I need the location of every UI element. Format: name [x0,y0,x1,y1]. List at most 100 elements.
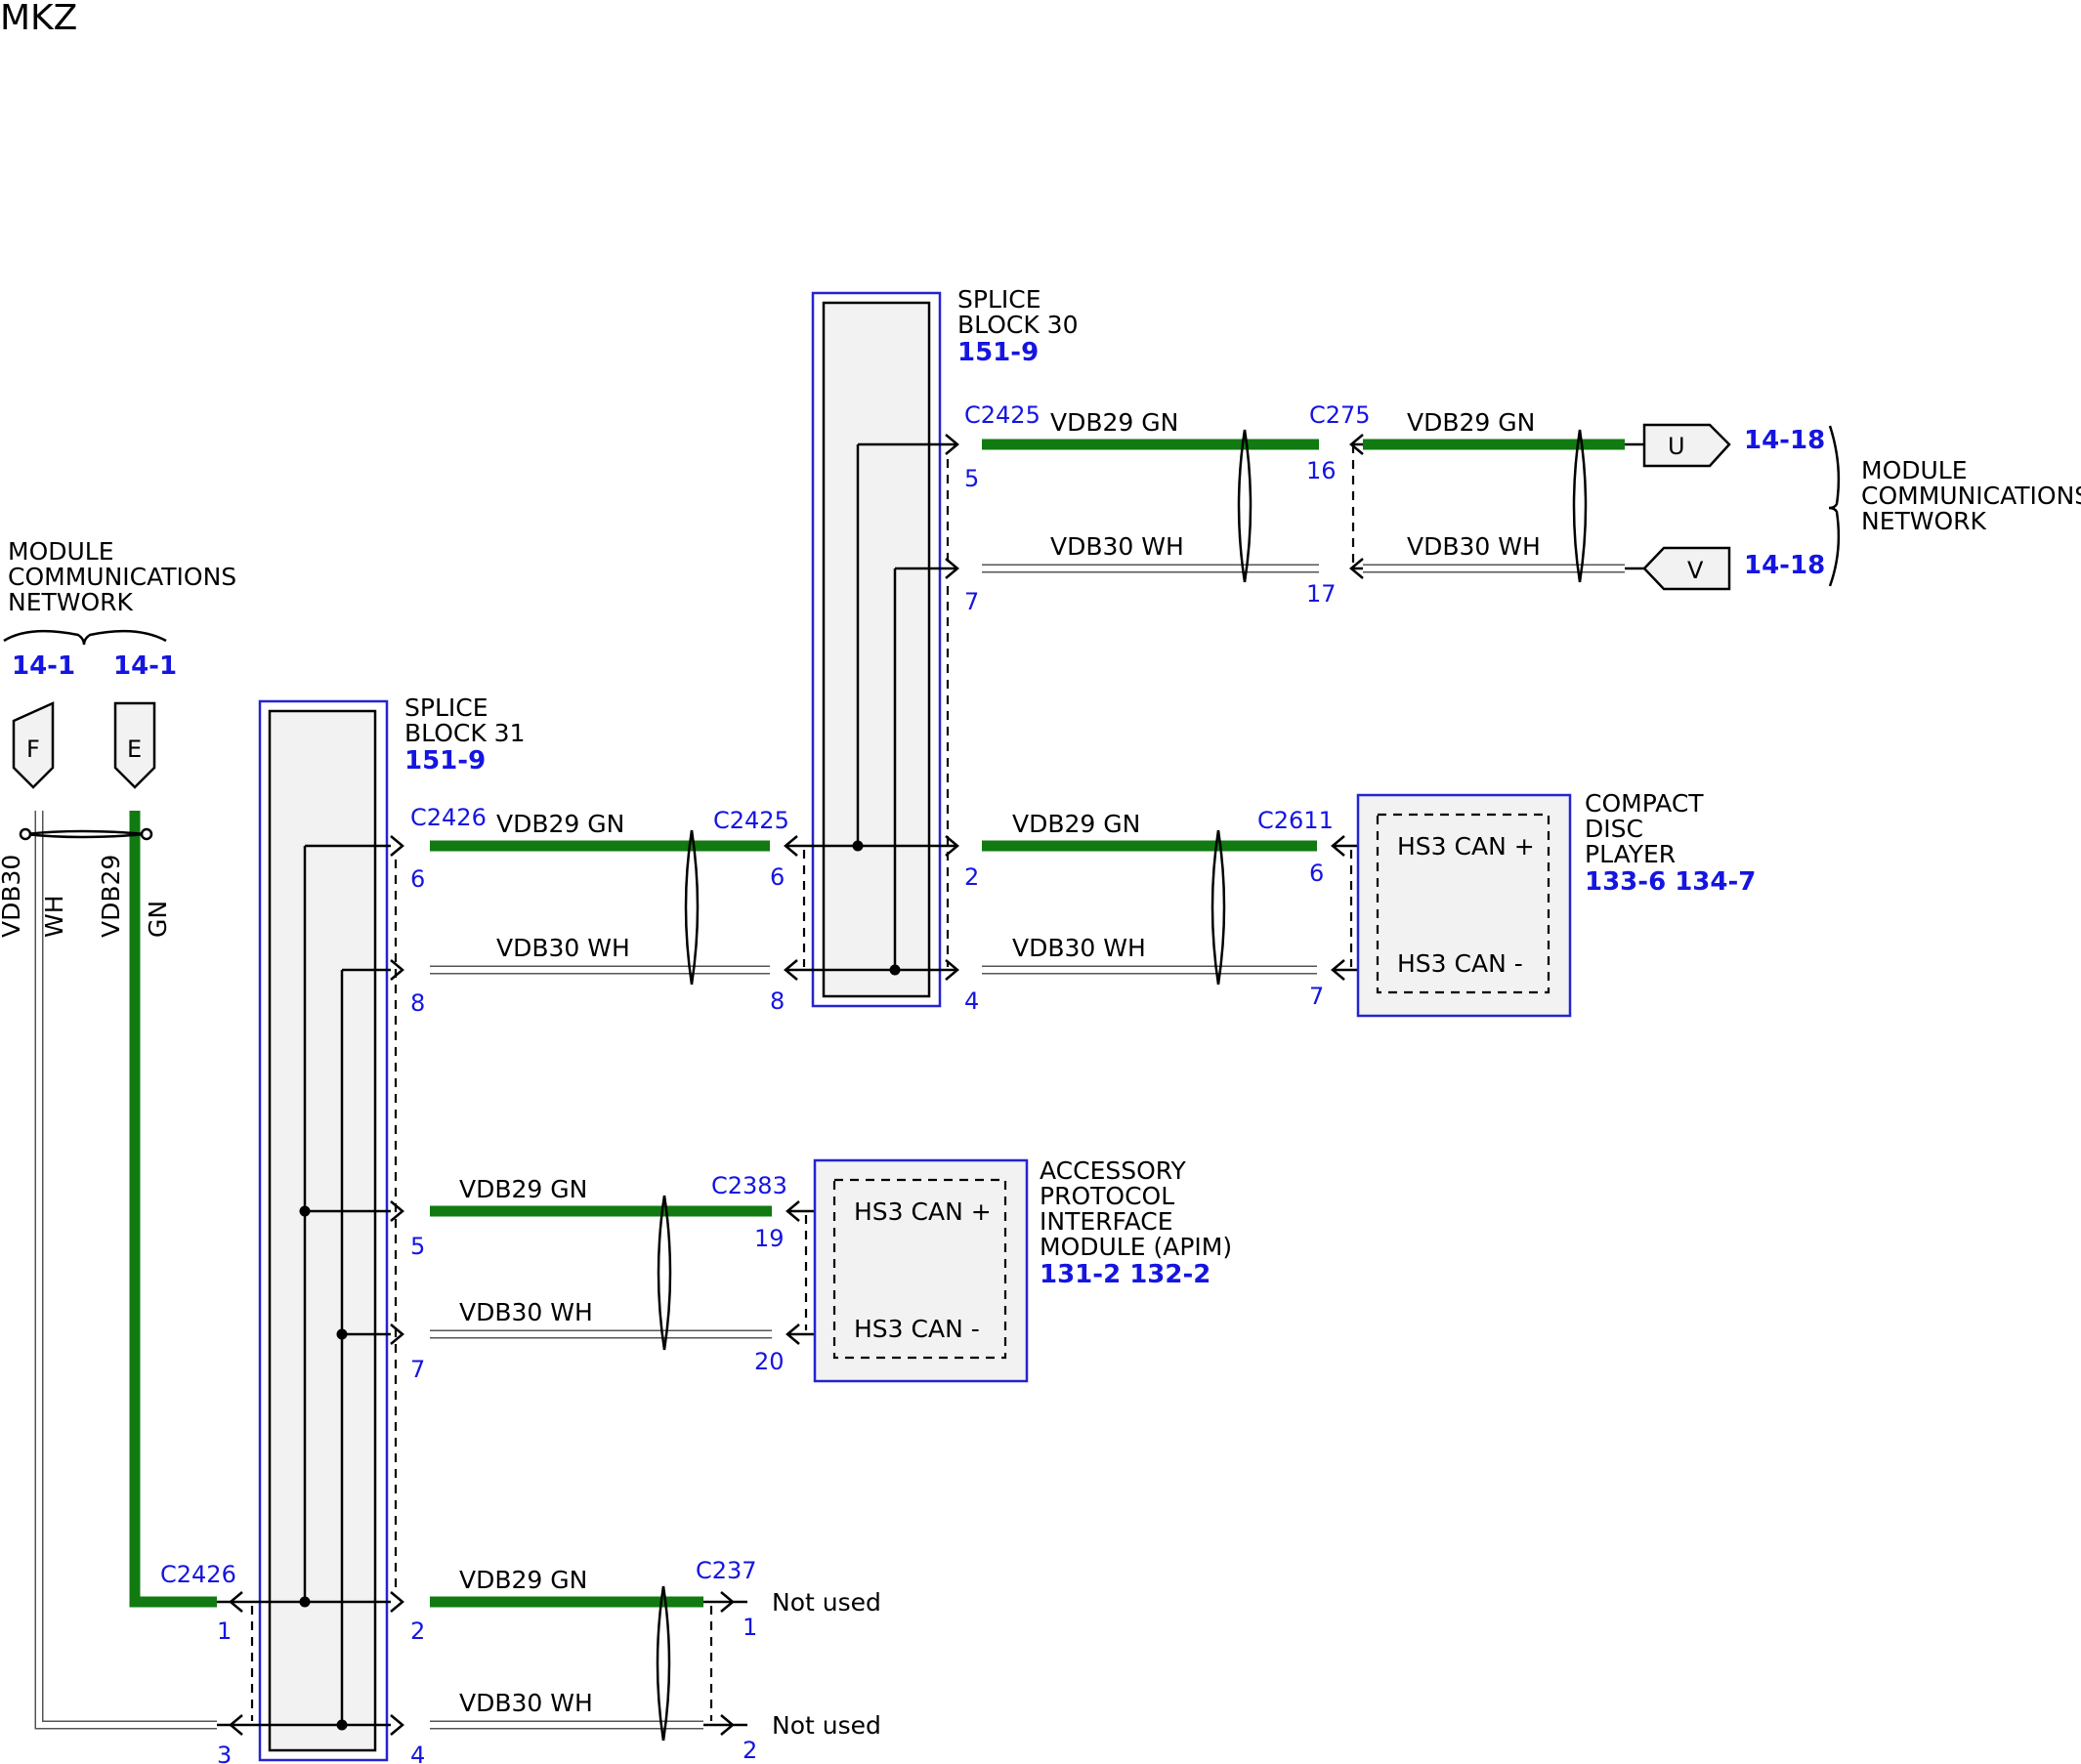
splice-block-30[interactable]: SPLICE BLOCK 30 151-9 [811,285,1078,1008]
pin-17-c275: 17 [1306,580,1337,608]
terminal-f-label: F [26,735,40,763]
terminal-u-ref[interactable]: 14-18 [1744,426,1825,455]
cd-player-inner [1376,813,1550,994]
splice-block-31-line-1: SPLICE [404,693,488,722]
splice-dot [336,1328,348,1340]
pin-4-c2425: 4 [964,987,979,1015]
connector-c2426-bot[interactable]: C2426 [160,1561,236,1588]
terminal-u[interactable]: U [1642,423,1731,468]
pin-3-c2426: 3 [217,1742,232,1764]
cd-player-ref[interactable]: 133-6 134-7 [1585,867,1756,897]
pin-16-c275: 16 [1306,457,1337,484]
splice-dot [299,1596,311,1608]
pin-5-c2425: 5 [964,465,979,492]
connector-c2425-mid[interactable]: C2425 [713,807,789,834]
apim-ref[interactable]: 131-2 132-2 [1040,1260,1210,1289]
apim-line-3: INTERFACE [1040,1207,1173,1236]
wire-label-wh-6: VDB30 WH [459,1689,593,1717]
pin-20-c2383: 20 [754,1348,785,1375]
left-network-ref-e[interactable]: 14-1 [113,651,177,681]
pin-8-c2425: 8 [770,987,785,1015]
cd-player-line-2: DISC [1585,815,1643,843]
apim-line-2: PROTOCOL [1040,1182,1174,1210]
splice-block-31-ref[interactable]: 151-9 [404,746,486,776]
apim-outer [813,1158,1029,1383]
apim-pin-neg: HS3 CAN - [854,1315,980,1343]
cd-player-line-3: PLAYER [1585,840,1676,868]
pin-1-c237: 1 [743,1614,757,1641]
left-gn-wire[interactable] [129,811,217,1608]
splice-block-31-bus [303,846,344,1725]
splice-block-30-ref[interactable]: 151-9 [957,338,1039,367]
splice-dot [299,1205,311,1217]
left-wire-label-vdb30: VDB30 [0,855,25,938]
pin-19-c2383: 19 [754,1225,785,1252]
left-network-line-3: NETWORK [8,588,134,616]
pin-2-c237: 2 [743,1737,757,1764]
terminal-v-ref[interactable]: 14-18 [1744,551,1825,580]
pin-7-c2425: 7 [964,588,979,615]
apim-module[interactable]: HS3 CAN + HS3 CAN - ACCESSORY PROTOCOL I… [813,1156,1232,1383]
apim-inner [832,1178,1007,1360]
splice-dots [299,840,901,1731]
terminal-f-shape [12,701,55,789]
apim-line-1: ACCESSORY [1040,1156,1187,1185]
apim-pin-pos: HS3 CAN + [854,1197,992,1226]
left-network-line-2: COMMUNICATIONS [8,563,236,591]
compact-disc-player[interactable]: HS3 CAN + HS3 CAN - COMPACT DISC PLAYER … [1356,789,1756,1018]
splice-block-31-line-2: BLOCK 31 [404,719,525,747]
pin-6-c2425: 6 [770,863,785,891]
cd-player-pin-neg: HS3 CAN - [1397,949,1523,978]
terminal-e-shape [113,701,156,789]
splice-block-30-bus [856,444,897,970]
connector-c237[interactable]: C237 [696,1557,757,1584]
left-wire-label-gn: GN [144,901,172,938]
left-network-label: MODULE COMMUNICATIONS NETWORK 14-1 14-1 [3,537,236,681]
pin-6-c2426: 6 [410,865,425,893]
left-wire-label-vdb29: VDB29 [97,855,125,938]
splice-dot [852,840,864,852]
pin-1-c2426: 1 [217,1617,232,1645]
right-network-line-1: MODULE [1861,456,1968,484]
pin-8-c2426: 8 [410,989,425,1017]
connector-c2425-top[interactable]: C2425 [964,401,1040,429]
wire-label-wh-1: VDB30 WH [1050,532,1184,561]
terminal-e: E [113,701,156,789]
apim-line-4: MODULE (APIM) [1040,1233,1232,1261]
cd-player-line-1: COMPACT [1585,789,1704,818]
pin-5-block31: 5 [410,1233,425,1260]
pin-2-c2425: 2 [964,863,979,891]
right-network-brace [1828,425,1841,587]
connector-c2611[interactable]: C2611 [1257,807,1334,834]
wire-label-gn-3: VDB29 GN [496,810,624,838]
not-used-1: Not used [772,1588,881,1617]
splice-block-31-inner [268,709,377,1752]
pin-2-block31: 2 [410,1617,425,1645]
left-network-brace [3,629,167,646]
terminal-v[interactable]: V [1642,546,1731,591]
wire-label-wh-2: VDB30 WH [1407,532,1541,561]
splice-block-30-line-2: BLOCK 30 [957,311,1078,339]
pin-7-c2611: 7 [1309,983,1324,1010]
wire-label-gn-2: VDB29 GN [1407,408,1535,437]
wire-label-gn-1: VDB29 GN [1050,408,1178,437]
left-network-ref-f[interactable]: 14-1 [12,651,75,681]
terminal-v-label: V [1687,557,1704,584]
connector-c2383[interactable]: C2383 [711,1172,787,1199]
splice-block-31[interactable]: SPLICE BLOCK 31 151-9 [258,693,525,1762]
wire-label-gn-5: VDB29 GN [459,1175,587,1203]
not-used-2: Not used [772,1711,881,1740]
terminal-u-label: U [1668,433,1685,460]
connector-c2426-mid[interactable]: C2426 [410,804,487,831]
cd-player-pin-pos: HS3 CAN + [1397,832,1535,861]
diagram-title: MKZ [0,0,77,38]
cd-player-outer [1356,793,1572,1018]
wire-label-wh-4: VDB30 WH [1012,934,1146,962]
connector-c275[interactable]: C275 [1309,401,1371,429]
splice-block-30-inner [822,301,931,998]
wire-label-wh-3: VDB30 WH [496,934,630,962]
wire-label-wh-5: VDB30 WH [459,1298,593,1326]
left-twist [24,829,148,839]
wire-label-gn-6: VDB29 GN [459,1566,587,1594]
